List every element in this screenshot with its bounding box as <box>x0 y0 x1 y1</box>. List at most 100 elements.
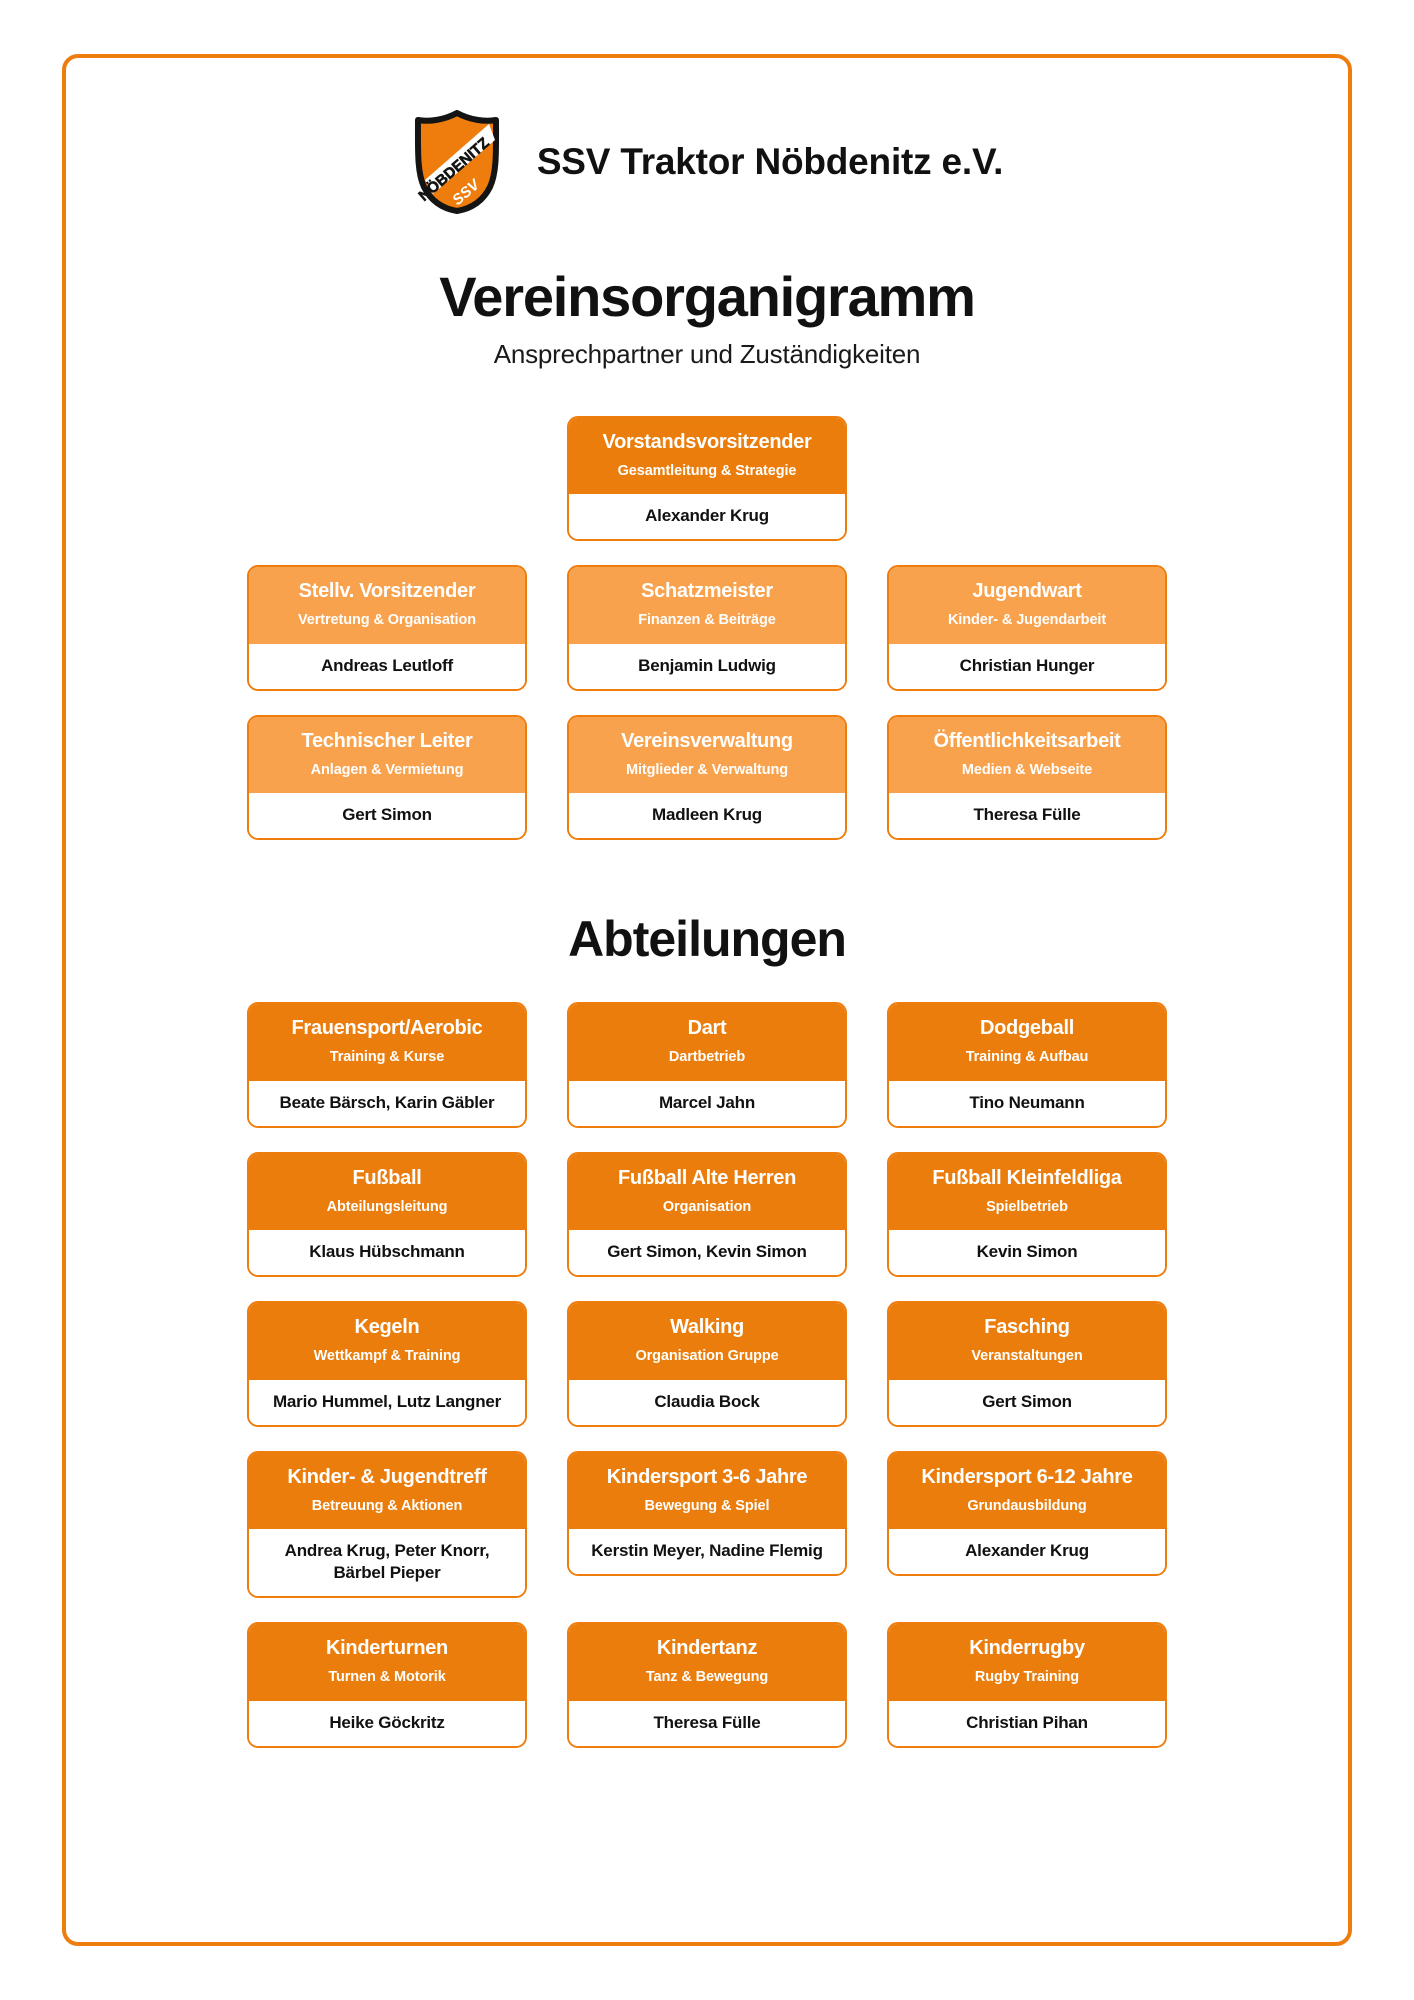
card-body: Klaus Hübschmann <box>249 1230 525 1276</box>
card-person: Beate Bärsch, Karin Gäbler <box>279 1092 495 1112</box>
dept-card-kindersport-3-6[interactable]: Kindersport 3-6 Jahre Bewegung & Spiel K… <box>567 1450 847 1577</box>
card-role: Kinderrugby <box>969 1637 1085 1660</box>
card-description: Wettkampf & Training <box>313 1348 461 1365</box>
dept-card-kindersport-6-12[interactable]: Kindersport 6-12 Jahre Grundausbildung A… <box>887 1450 1167 1577</box>
card-description: Bewegung & Spiel <box>644 1497 770 1514</box>
card-person: Madleen Krug <box>651 805 762 825</box>
card-role: Stellv. Vorsitzender <box>298 580 476 603</box>
card-body: Alexander Krug <box>889 1529 1165 1575</box>
card-header: Öffentlichkeitsarbeit Medien & Webseite <box>889 716 1165 794</box>
card-header: Frauensport/Aerobic Training & Kurse <box>249 1004 525 1081</box>
card-description: Veranstaltungen <box>971 1348 1083 1365</box>
card-person: Andrea Krug, Peter Knorr, Bärbel Pieper <box>284 1541 490 1583</box>
card-header: Kindertanz Tanz & Bewegung <box>569 1624 845 1701</box>
dept-card-kinder-jugendtreff[interactable]: Kinder- & Jugendtreff Betreuung & Aktion… <box>247 1450 527 1599</box>
card-person: Alexander Krug <box>965 1541 1089 1561</box>
dept-card-kindertanz[interactable]: Kindertanz Tanz & Bewegung Theresa Fülle <box>567 1622 847 1748</box>
card-person: Klaus Hübschmann <box>309 1242 465 1262</box>
card-role: Kindertanz <box>656 1637 758 1660</box>
card-header: Kinder- & Jugendtreff Betreuung & Aktion… <box>249 1452 525 1530</box>
dept-card-dodgeball[interactable]: Dodgeball Training & Aufbau Tino Neumann <box>887 1002 1167 1128</box>
card-role: Fußball Alte Herren <box>617 1166 797 1189</box>
org-card-stellv-vorsitzender[interactable]: Stellv. Vorsitzender Vertretung & Organi… <box>247 565 527 691</box>
card-body: Tino Neumann <box>889 1080 1165 1126</box>
card-role: Walking <box>670 1316 744 1339</box>
card-role: Jugendwart <box>972 580 1082 603</box>
card-role: Kindersport 6-12 Jahre <box>921 1465 1133 1488</box>
org-card-technischer-leiter[interactable]: Technischer Leiter Anlagen & Vermietung … <box>247 714 527 841</box>
card-header: Vorstandsvorsitzender Gesamtleitung & St… <box>569 417 845 495</box>
card-role: Kinderturnen <box>326 1637 448 1660</box>
card-body: Benjamin Ludwig <box>569 643 845 689</box>
card-person: Gert Simon, Kevin Simon <box>607 1242 807 1262</box>
card-person: Claudia Bock <box>654 1391 760 1411</box>
board-chair-row: Vorstandsvorsitzender Gesamtleitung & St… <box>66 415 1348 542</box>
card-body: Gert Simon <box>889 1379 1165 1425</box>
card-person: Christian Pihan <box>966 1712 1088 1732</box>
card-description: Abteilungsleitung <box>326 1198 448 1215</box>
card-role: Fußball Kleinfeldliga <box>932 1166 1122 1189</box>
card-header: Schatzmeister Finanzen & Beiträge <box>569 567 845 644</box>
card-description: Grundausbildung <box>967 1497 1087 1514</box>
card-person: Theresa Fülle <box>973 805 1081 825</box>
org-card-vereinsverwaltung[interactable]: Vereinsverwaltung Mitglieder & Verwaltun… <box>567 714 847 841</box>
card-header: Fußball Alte Herren Organisation <box>569 1153 845 1231</box>
dept-card-fussball-kleinfeldliga[interactable]: Fußball Kleinfeldliga Spielbetrieb Kevin… <box>887 1151 1167 1278</box>
club-crest-icon: NÖBDENITZ SSV <box>414 110 499 214</box>
card-description: Medien & Webseite <box>961 761 1093 778</box>
card-person: Benjamin Ludwig <box>638 655 776 675</box>
dept-card-kinderturnen[interactable]: Kinderturnen Turnen & Motorik Heike Göck… <box>247 1622 527 1748</box>
card-role: Kegeln <box>354 1316 420 1339</box>
card-role: Vorstandsvorsitzender <box>602 430 812 453</box>
card-description: Betreuung & Aktionen <box>311 1497 463 1514</box>
card-person: Kevin Simon <box>976 1242 1078 1262</box>
card-body: Beate Bärsch, Karin Gäbler <box>249 1080 525 1126</box>
dept-card-dart[interactable]: Dart Dartbetrieb Marcel Jahn <box>567 1002 847 1128</box>
card-description: Rugby Training <box>974 1669 1080 1686</box>
card-role: Schatzmeister <box>641 580 773 603</box>
card-description: Tanz & Bewegung <box>645 1669 769 1686</box>
card-role: Dodgeball <box>980 1017 1074 1040</box>
card-body: Theresa Fülle <box>569 1700 845 1746</box>
org-card-oeffentlichkeitsarbeit[interactable]: Öffentlichkeitsarbeit Medien & Webseite … <box>887 714 1167 841</box>
card-person: Kerstin Meyer, Nadine Flemig <box>591 1541 823 1561</box>
org-card-schatzmeister[interactable]: Schatzmeister Finanzen & Beiträge Benjam… <box>567 565 847 691</box>
page-subtitle: Ansprechpartner und Zuständigkeiten <box>493 338 921 369</box>
club-name: SSV Traktor Nöbdenitz e.V. <box>536 141 1004 182</box>
card-description: Organisation <box>662 1198 752 1215</box>
dept-card-kegeln[interactable]: Kegeln Wettkampf & Training Mario Hummel… <box>247 1301 527 1427</box>
card-role: Fasching <box>984 1316 1070 1339</box>
card-header: Kindersport 6-12 Jahre Grundausbildung <box>889 1452 1165 1530</box>
card-header: Technischer Leiter Anlagen & Vermietung <box>249 716 525 794</box>
card-role: Technischer Leiter <box>301 729 473 752</box>
dept-card-walking[interactable]: Walking Organisation Gruppe Claudia Bock <box>567 1301 847 1427</box>
dept-card-kinderrugby[interactable]: Kinderrugby Rugby Training Christian Pih… <box>887 1622 1167 1748</box>
dept-card-fasching[interactable]: Fasching Veranstaltungen Gert Simon <box>887 1301 1167 1427</box>
card-body: Marcel Jahn <box>569 1080 845 1126</box>
dept-card-fussball[interactable]: Fußball Abteilungsleitung Klaus Hübschma… <box>247 1151 527 1278</box>
card-description: Turnen & Motorik <box>328 1669 446 1686</box>
card-body: Theresa Fülle <box>889 793 1165 839</box>
card-header: Kegeln Wettkampf & Training <box>249 1303 525 1380</box>
card-body: Madleen Krug <box>569 793 845 839</box>
dept-card-fussball-alte-herren[interactable]: Fußball Alte Herren Organisation Gert Si… <box>567 1151 847 1278</box>
card-header: Fußball Kleinfeldliga Spielbetrieb <box>889 1153 1165 1231</box>
card-body: Christian Pihan <box>889 1700 1165 1746</box>
card-person: Marcel Jahn <box>658 1092 756 1112</box>
card-person: Christian Hunger <box>959 655 1095 675</box>
card-body: Mario Hummel, Lutz Langner <box>249 1379 525 1425</box>
card-role: Vereinsverwaltung <box>621 729 793 752</box>
org-card-chair[interactable]: Vorstandsvorsitzender Gesamtleitung & St… <box>567 415 847 542</box>
card-role: Frauensport/Aerobic <box>291 1017 483 1040</box>
card-header: Jugendwart Kinder- & Jugendarbeit <box>889 567 1165 644</box>
card-header: Stellv. Vorsitzender Vertretung & Organi… <box>249 567 525 644</box>
card-body: Gert Simon <box>249 793 525 839</box>
org-card-jugendwart[interactable]: Jugendwart Kinder- & Jugendarbeit Christ… <box>887 565 1167 691</box>
title-block: Vereinsorganigramm Ansprechpartner und Z… <box>66 267 1348 370</box>
card-body: Kerstin Meyer, Nadine Flemig <box>569 1529 845 1575</box>
card-description: Kinder- & Jugendarbeit <box>947 612 1107 629</box>
card-header: Walking Organisation Gruppe <box>569 1303 845 1380</box>
card-role: Kinder- & Jugendtreff <box>287 1465 487 1488</box>
dept-card-frauensport-aerobic[interactable]: Frauensport/Aerobic Training & Kurse Bea… <box>247 1002 527 1128</box>
